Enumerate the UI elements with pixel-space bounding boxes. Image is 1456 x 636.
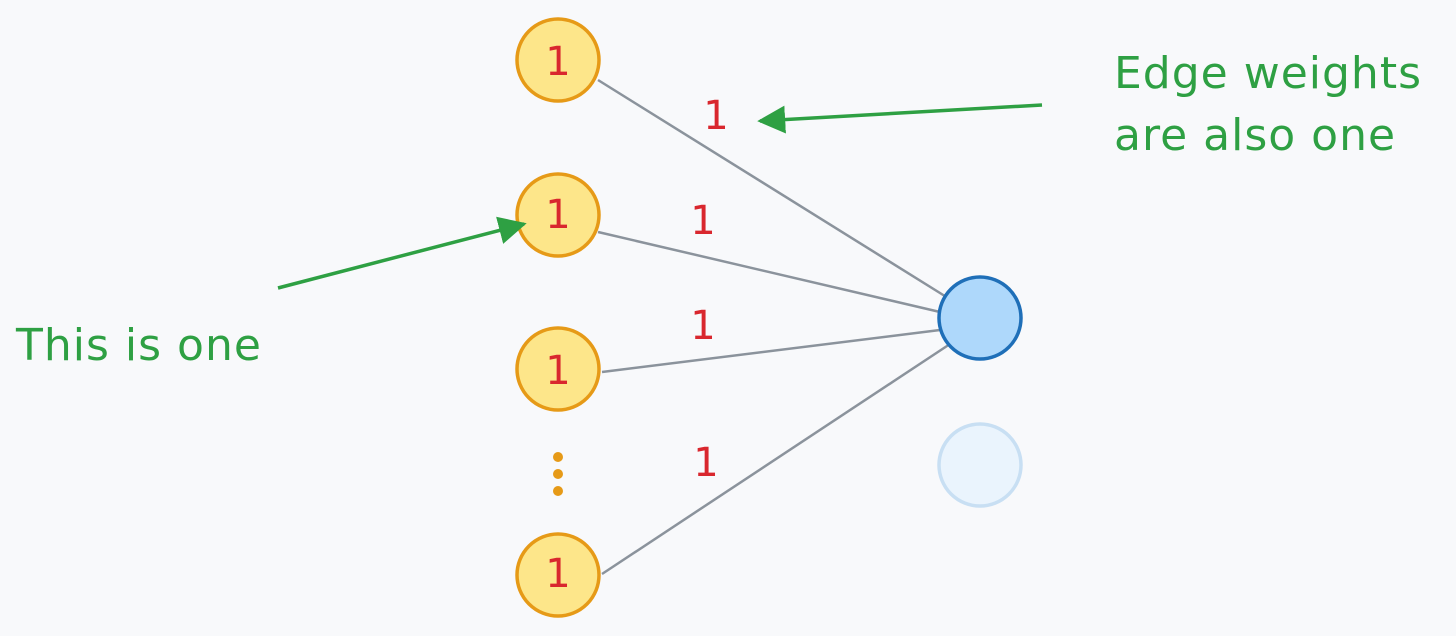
input-circle xyxy=(515,172,601,258)
weight-label-4: 1 xyxy=(693,440,718,486)
input-circle xyxy=(515,532,601,618)
edges xyxy=(597,78,951,576)
weight-annotation-line2: are also one xyxy=(1114,110,1396,161)
weight-label-2: 1 xyxy=(690,198,715,244)
input-node-3: 1 xyxy=(515,326,601,412)
edge-2 xyxy=(597,230,941,314)
input-value-label: 1 xyxy=(545,348,570,394)
ellipsis-icon xyxy=(553,452,563,496)
weight-arrow xyxy=(757,103,1043,134)
weight-label-1: 1 xyxy=(703,93,728,139)
edge-1 xyxy=(597,78,949,300)
input-circle xyxy=(515,17,601,103)
input-node-2: 1 xyxy=(515,172,601,258)
input-arrow xyxy=(277,216,527,290)
weight-label-3: 1 xyxy=(690,303,715,349)
input-value-label: 1 xyxy=(545,551,570,597)
input-node-1: 1 xyxy=(515,17,601,103)
output-neuron xyxy=(937,275,1023,361)
faded-neuron xyxy=(937,422,1023,508)
input-annotation: This is one xyxy=(15,320,262,371)
input-node-4: 1 xyxy=(515,532,601,618)
input-value-label: 1 xyxy=(545,39,570,85)
input-circle xyxy=(515,326,601,412)
weight-annotation-line1: Edge weights xyxy=(1114,48,1422,99)
edge-3 xyxy=(601,328,941,374)
edge-4 xyxy=(601,342,951,576)
input-value-label: 1 xyxy=(545,192,570,238)
